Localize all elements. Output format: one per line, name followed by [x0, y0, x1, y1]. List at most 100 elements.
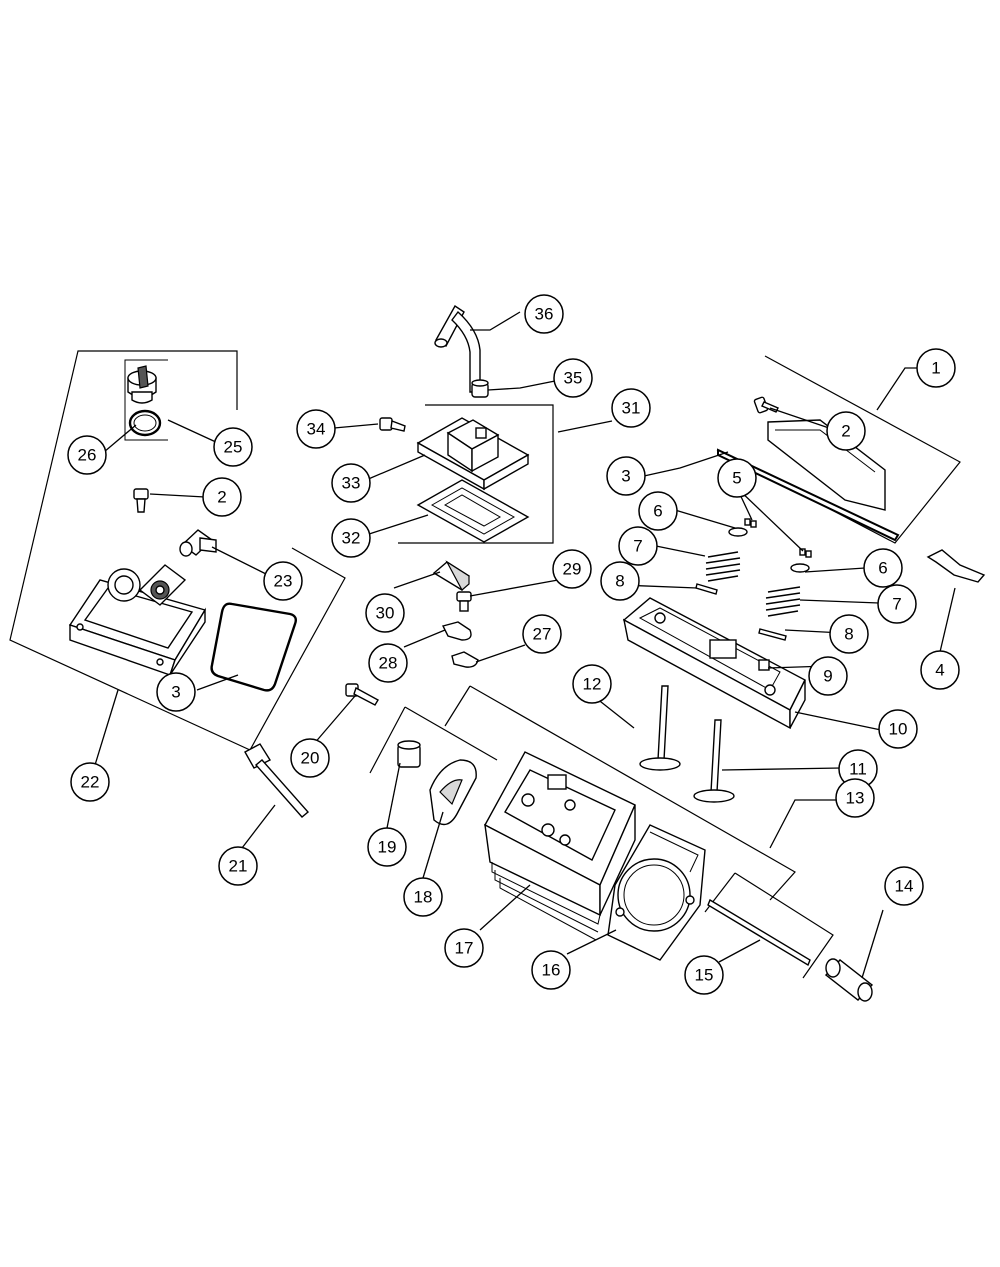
svg-text:15: 15 [695, 966, 714, 985]
callouts: 1 2 2 3 3 4 5 6 6 7 7 8 8 9 10 11 12 13 … [67, 294, 960, 995]
callout-31: 31 [611, 388, 651, 428]
callout-1: 1 [916, 348, 956, 388]
svg-text:12: 12 [583, 675, 602, 694]
group-brackets [9, 350, 961, 979]
callout-29: 29 [552, 549, 592, 589]
group-18-bracket-left [369, 706, 406, 774]
svg-text:36: 36 [535, 305, 554, 324]
group-25-bracket [124, 359, 168, 441]
svg-text:11: 11 [849, 760, 867, 779]
svg-text:34: 34 [307, 420, 326, 439]
callout-34: 34 [296, 409, 336, 449]
elbow-fitting-part [179, 529, 217, 557]
rocker-cover-part [767, 419, 886, 511]
svg-text:8: 8 [844, 625, 853, 644]
callout-4: 4 [920, 650, 960, 690]
callout-19: 19 [367, 827, 407, 867]
svg-text:6: 6 [653, 502, 662, 521]
svg-text:19: 19 [378, 838, 397, 857]
callout-2-left: 2 [202, 477, 242, 517]
callout-7-right: 7 [877, 584, 917, 624]
gasket-left-part [210, 602, 298, 692]
callout-22: 22 [70, 762, 110, 802]
svg-text:18: 18 [414, 888, 433, 907]
push-rod-part [707, 898, 811, 967]
lug-27-part [451, 651, 479, 668]
svg-text:13: 13 [846, 789, 865, 808]
callout-3-right: 3 [606, 456, 646, 496]
svg-text:25: 25 [224, 438, 243, 457]
svg-text:21: 21 [229, 857, 248, 876]
svg-text:27: 27 [533, 625, 552, 644]
valve-11-part [693, 719, 735, 803]
svg-text:30: 30 [376, 604, 395, 623]
valve-cover-part [68, 564, 207, 676]
svg-text:4: 4 [935, 661, 944, 680]
breather-cover-part [416, 417, 530, 491]
rocker-bridge-part [622, 597, 806, 730]
callout-33: 33 [331, 463, 371, 503]
screw-29-part [456, 591, 472, 612]
callout-25: 25 [213, 427, 253, 467]
svg-text:33: 33 [342, 474, 361, 493]
group-15-bracket [734, 872, 834, 979]
breather-tube-part [434, 304, 481, 393]
callout-30: 30 [365, 593, 405, 633]
bracket-4-part [926, 549, 986, 583]
screw-2-right-part [753, 396, 779, 414]
svg-text:2: 2 [841, 422, 850, 441]
callout-32: 32 [331, 518, 371, 558]
group-18-bracket-top [404, 706, 498, 761]
svg-text:26: 26 [78, 446, 97, 465]
group-13-bracket-left [444, 685, 471, 727]
svg-text:6: 6 [878, 559, 887, 578]
spring-7-left-part [705, 551, 741, 582]
gasket-strip-part [717, 448, 900, 542]
svg-text:22: 22 [81, 773, 100, 792]
callout-26: 26 [67, 435, 107, 475]
svg-text:16: 16 [542, 961, 561, 980]
breather-plate-part [416, 479, 530, 543]
spring-7-right-part [765, 586, 801, 617]
cylinder-head-part [484, 751, 636, 941]
oil-cap-part [127, 365, 157, 404]
valve-12-part [639, 685, 681, 771]
retainer-6-right-part [790, 563, 810, 573]
svg-text:14: 14 [895, 877, 914, 896]
callout-12: 12 [572, 664, 612, 704]
tappet-part [824, 958, 874, 1002]
svg-text:8: 8 [615, 572, 624, 591]
pin-9-part [758, 659, 770, 671]
lug-28-part [441, 621, 472, 641]
svg-text:31: 31 [622, 399, 641, 418]
group-13-bracket [469, 685, 796, 901]
callout-11: 11 [838, 749, 878, 789]
rod-8-right-part [758, 628, 787, 641]
bolt-21-part [244, 743, 310, 818]
svg-text:3: 3 [621, 467, 630, 486]
callout-15: 15 [684, 955, 724, 995]
svg-text:23: 23 [274, 572, 293, 591]
svg-text:3: 3 [171, 683, 180, 702]
screw-34-part [379, 417, 406, 432]
retainer-6-left-part [728, 527, 748, 537]
callout-8-right: 8 [829, 614, 869, 654]
parts [68, 304, 986, 1002]
head-gasket-part [607, 824, 706, 961]
callout-10: 10 [878, 709, 918, 749]
svg-text:17: 17 [455, 939, 474, 958]
svg-text:10: 10 [889, 720, 908, 739]
callout-5: 5 [717, 458, 757, 498]
screw-2-left-part [133, 488, 149, 513]
callout-36: 36 [524, 294, 564, 334]
callout-2-right: 2 [826, 411, 866, 451]
callout-7-left: 7 [618, 526, 658, 566]
callout-6-left: 6 [638, 491, 678, 531]
svg-text:20: 20 [301, 749, 320, 768]
callout-14: 14 [884, 866, 924, 906]
leaders [94, 311, 956, 979]
svg-text:29: 29 [563, 560, 582, 579]
svg-text:7: 7 [892, 595, 901, 614]
svg-text:7: 7 [633, 537, 642, 556]
